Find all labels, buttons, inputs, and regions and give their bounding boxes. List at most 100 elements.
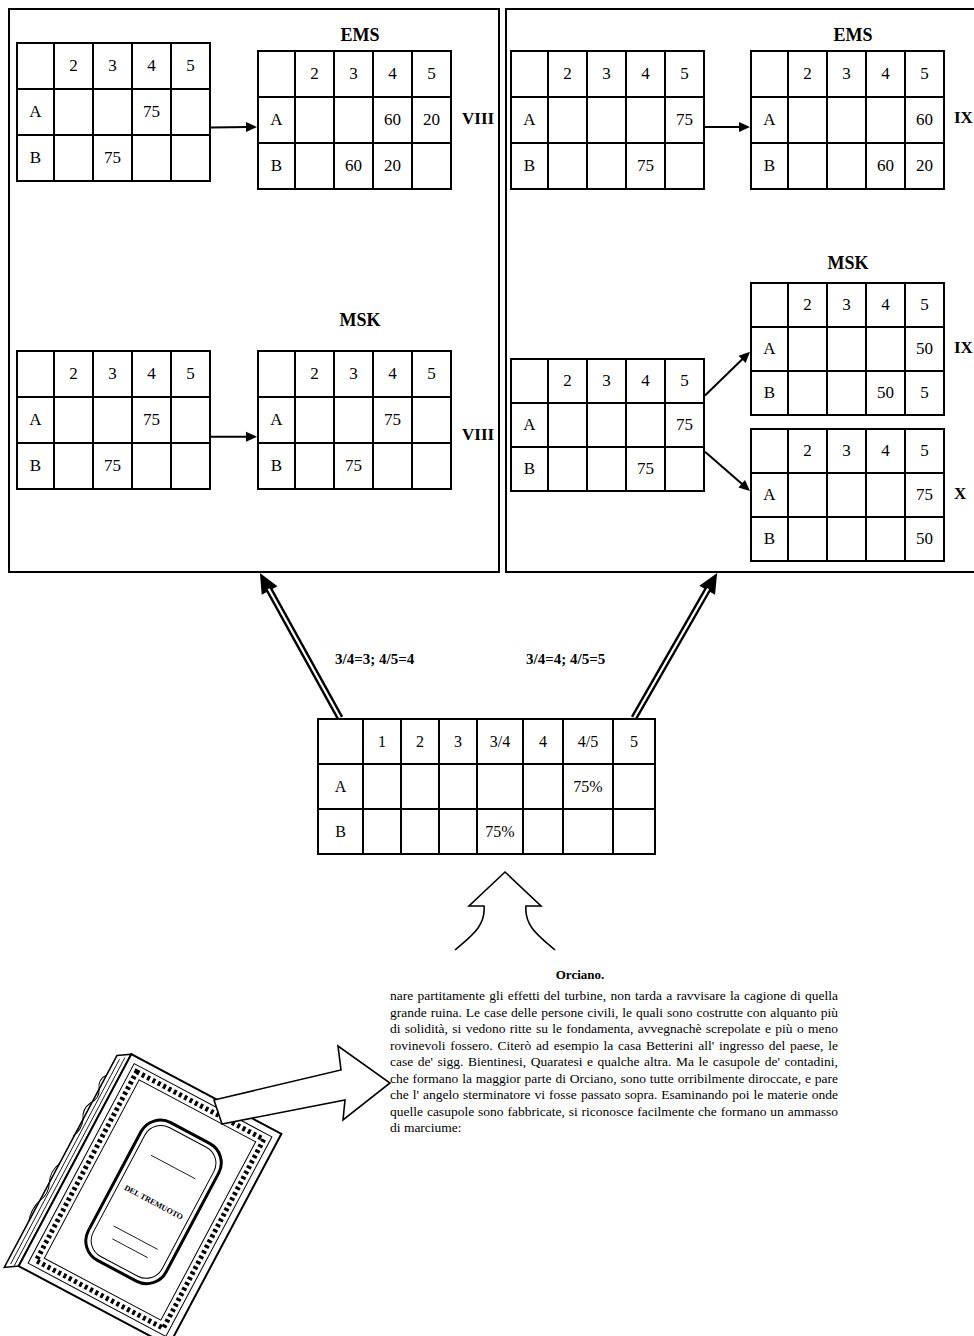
table-cell: 4 <box>625 358 666 404</box>
header-cell-text: 5 <box>427 364 436 384</box>
table-cell <box>170 442 211 490</box>
table-cell <box>625 402 666 448</box>
percent-value: 75 <box>384 410 401 430</box>
table-cell: 5 <box>904 282 945 328</box>
table-cell: 4 <box>131 350 172 398</box>
table-cell: A <box>257 96 296 144</box>
table-cell <box>865 326 906 372</box>
table-cell <box>294 396 335 444</box>
table-cell: A <box>16 396 55 444</box>
table-cell: 75 <box>131 396 172 444</box>
connector-line <box>269 589 340 718</box>
table-cell: 4 <box>372 350 413 398</box>
header-cell-text: 3 <box>108 364 117 384</box>
header-cell-text: B <box>30 148 41 168</box>
table-cell: A <box>750 472 789 518</box>
table-cell <box>826 326 867 372</box>
table-cell: B <box>750 516 789 562</box>
percent-value: 60 <box>877 156 894 176</box>
table-cell <box>294 442 335 490</box>
scale-heading: MSK <box>339 310 380 331</box>
grid-table: 2345A75B75 <box>16 350 211 490</box>
header-cell-text: 2 <box>563 64 572 84</box>
header-cell-text: A <box>523 110 535 130</box>
table-cell <box>787 472 828 518</box>
header-cell-text: 3 <box>842 64 851 84</box>
table-cell <box>333 96 374 144</box>
table-cell <box>53 134 94 182</box>
header-cell-text: 4 <box>881 295 890 315</box>
header-cell-text: 3 <box>842 295 851 315</box>
header-cell-text: B <box>764 156 775 176</box>
percent-value: 50 <box>916 339 933 359</box>
header-cell-text: 5 <box>427 64 436 84</box>
connector-arrow <box>211 122 257 132</box>
table-cell: 5 <box>411 50 452 98</box>
table-cell <box>53 88 94 136</box>
table-cell <box>170 88 211 136</box>
hollow-arrow <box>214 1046 390 1124</box>
table-cell <box>411 142 452 190</box>
table-cell: A <box>16 88 55 136</box>
header-cell-text: A <box>270 110 282 130</box>
table-cell <box>547 142 588 190</box>
table-cell: 60 <box>904 96 945 144</box>
table-cell: 5 <box>664 50 705 98</box>
table-cell <box>510 50 549 98</box>
table-cell <box>170 134 211 182</box>
table-cell <box>294 96 335 144</box>
table-cell <box>522 763 564 810</box>
connector-line <box>634 589 708 718</box>
table-cell <box>750 282 789 328</box>
header-cell-text: 1 <box>378 733 386 751</box>
header-cell-text: 5 <box>680 64 689 84</box>
table-cell <box>400 808 440 855</box>
header-cell-text: 2 <box>69 56 78 76</box>
table-cell <box>562 808 614 855</box>
table-cell: 2 <box>787 282 828 328</box>
grid-table: 2345A50B505IX <box>750 282 945 416</box>
table-cell: 75 <box>131 88 172 136</box>
table-cell <box>317 718 364 765</box>
header-cell-text: 4 <box>881 441 890 461</box>
connector-line <box>705 126 741 128</box>
table-cell <box>333 396 374 444</box>
header-cell-text: 5 <box>186 364 195 384</box>
intensity-degree: VIII <box>462 425 494 445</box>
header-cell-text: 2 <box>310 364 319 384</box>
table-cell: 75 <box>333 442 374 490</box>
percent-value: 75 <box>345 456 362 476</box>
grid-table: 2345A75B75VIII <box>257 350 452 490</box>
header-cell-text: 3 <box>108 56 117 76</box>
table-cell: 5 <box>170 350 211 398</box>
table-cell: A <box>257 396 296 444</box>
table-cell <box>787 370 828 416</box>
table-cell <box>257 350 296 398</box>
connector-arrow <box>705 452 750 491</box>
header-cell-text: 2 <box>803 441 812 461</box>
table-cell <box>131 442 172 490</box>
header-cell-text: 4 <box>147 364 156 384</box>
table-cell <box>787 516 828 562</box>
table-cell <box>750 50 789 98</box>
table-cell: 3 <box>438 718 478 765</box>
table-cell <box>612 808 656 855</box>
table-cell: 75 <box>664 402 705 448</box>
table-cell <box>92 396 133 444</box>
percent-value: 20 <box>384 156 401 176</box>
table-cell <box>865 472 906 518</box>
header-cell-text: A <box>270 410 282 430</box>
table-cell: A <box>317 763 364 810</box>
table-cell: 4 <box>865 50 906 98</box>
grid-table: 2345A60B6020IX <box>750 50 945 190</box>
header-cell-text: B <box>524 156 535 176</box>
table-cell <box>476 763 524 810</box>
header-cell-text: B <box>764 383 775 403</box>
table-cell <box>586 446 627 492</box>
connector-line <box>705 358 744 396</box>
table-cell: 3 <box>92 42 133 90</box>
percent-value: 75 <box>143 410 160 430</box>
table-cell: 5 <box>664 358 705 404</box>
header-cell-text: 3 <box>349 64 358 84</box>
header-cell-text: B <box>30 456 41 476</box>
